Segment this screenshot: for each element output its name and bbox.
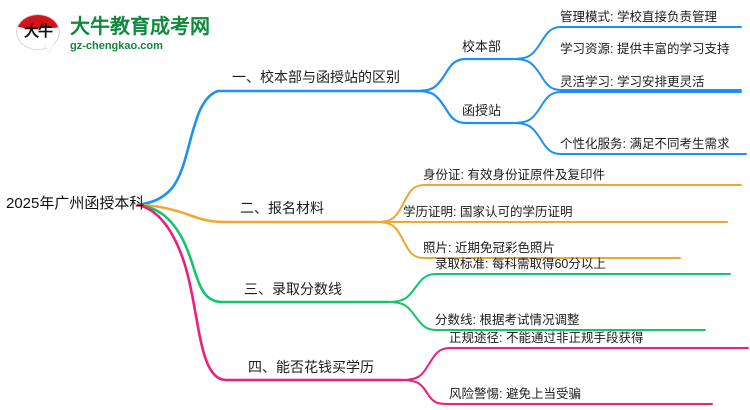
logo-wordmark: 大牛教育成考网 gz-chengkao.com <box>70 15 210 53</box>
subbranch-label-1-1[interactable]: 校本部 <box>462 39 502 54</box>
leaf-label-1-2-2[interactable]: 个性化服务: 满足不同考生需求 <box>560 137 730 151</box>
leaf-label-3-2[interactable]: 分数线: 根据考试情况调整 <box>435 313 580 327</box>
leaf-label-4-1[interactable]: 正规途径: 不能通过非正规手段获得 <box>449 331 644 345</box>
logo-brand-name: 大牛教育成考网 <box>70 16 210 38</box>
leaf-label-3-1[interactable]: 录取标准: 每科需取得60分以上 <box>435 257 606 271</box>
site-logo: 大牛 大牛教育成考网 gz-chengkao.com <box>16 8 246 60</box>
mindmap-root-label[interactable]: 2025年广州函授本科 <box>6 195 145 212</box>
speech-bubble-tail <box>44 43 54 53</box>
branch-label-4[interactable]: 四、能否花钱买学历 <box>248 359 374 375</box>
leaf-line-4-1 <box>401 347 749 381</box>
leaf-label-1-1-2[interactable]: 学习资源: 提供丰富的学习支持 <box>560 42 730 56</box>
branch-label-2[interactable]: 二、报名材料 <box>240 200 324 216</box>
leaf-label-2-2[interactable]: 学历证明: 国家认可的学历证明 <box>403 205 573 219</box>
branch-label-1[interactable]: 一、校本部与函授站的区别 <box>232 69 400 85</box>
logo-mark-text: 大牛 <box>23 23 53 40</box>
subbranch-label-1-2[interactable]: 函授站 <box>462 103 502 118</box>
leaf-label-1-2-1[interactable]: 灵活学习: 学习安排更灵活 <box>560 75 705 89</box>
leaf-line-3-1 <box>387 273 731 303</box>
speech-bubble-shape <box>16 14 60 50</box>
leaf-label-2-3[interactable]: 照片: 近期免冠彩色照片 <box>423 241 555 255</box>
branch-line-1 <box>136 89 418 207</box>
leaf-label-4-2[interactable]: 风险警惕: 避免上当受骗 <box>449 387 581 401</box>
branch-label-3[interactable]: 三、录取分数线 <box>244 281 342 297</box>
logo-bubble-icon: 大牛 <box>16 12 62 56</box>
leaf-line-1-2-1 <box>512 91 742 124</box>
leaf-label-1-1-1[interactable]: 管理模式: 学校直接负责管理 <box>560 10 717 24</box>
leaf-label-2-1[interactable]: 身份证: 有效身份证原件及复印件 <box>423 168 605 182</box>
logo-url: gz-chengkao.com <box>70 40 163 52</box>
branch-line-1-child-1 <box>414 57 515 93</box>
